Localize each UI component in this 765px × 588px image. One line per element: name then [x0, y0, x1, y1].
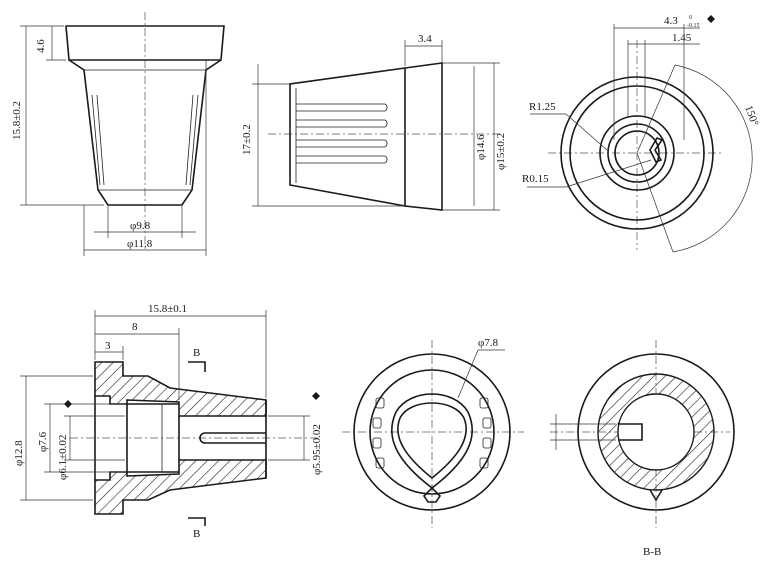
- section-dim-dia-7-6: φ7.6: [37, 431, 49, 452]
- section-dim-dia-5-95: φ5.95±0.02: [311, 424, 323, 475]
- front-dim-dia-11-8: φ11.8: [127, 238, 153, 250]
- front-view: 4.6 15.8±0.2 φ9.8 φ11.8: [11, 12, 225, 256]
- bb-view-label: B-B: [643, 546, 661, 558]
- front-dim-dia-9-8: φ9.8: [130, 220, 151, 232]
- side-dim-17: 17±0.2: [241, 124, 253, 155]
- section-mark-b-bottom: B: [193, 528, 200, 540]
- end-dim-r1-25: R1.25: [529, 101, 556, 113]
- section-dim-15-8: 15.8±0.1: [148, 303, 187, 315]
- side-dim-dia-15: φ15±0.2: [495, 133, 507, 170]
- bottom-view: φ7.8: [342, 337, 524, 528]
- bb-view: B-B: [550, 340, 735, 558]
- side-dim-3-4: 3.4: [418, 33, 432, 45]
- section-dim-3: 3: [105, 340, 111, 352]
- end-view: 4.3 0 -0.15 1.45 R1.25 R0.15 150°: [522, 15, 761, 253]
- end-dim-r0-15: R0.15: [522, 173, 549, 185]
- front-dim-4-6: 4.6: [35, 39, 47, 53]
- end-dim-tol-lower: -0.15: [687, 23, 700, 29]
- section-dim-dia-12-8: φ12.8: [13, 440, 25, 466]
- diamond-symbol: [64, 400, 72, 408]
- end-dim-angle-150: 150°: [742, 104, 760, 128]
- side-dim-dia-14-6: φ14.6: [475, 134, 487, 160]
- bottom-dim-dia-7-8: φ7.8: [478, 337, 499, 349]
- side-view: 3.4 17±0.2 φ14.6 φ15±0.2: [241, 33, 507, 211]
- end-dim-4-3: 4.3: [664, 15, 678, 27]
- section-mark-b-top: B: [193, 347, 200, 359]
- end-dim-1-45: 1.45: [672, 32, 692, 44]
- section-dim-dia-6-1: φ6.1±0.02: [57, 435, 69, 480]
- diamond-symbol: [312, 392, 320, 400]
- diamond-symbol: [707, 15, 715, 23]
- front-dim-15-8: 15.8±0.2: [11, 101, 23, 140]
- section-view: 15.8±0.1 8 3 B B φ12.8 φ7.6 φ6.1±0.02 φ5…: [13, 303, 323, 540]
- end-dim-tol-upper: 0: [689, 15, 692, 21]
- section-dim-8: 8: [132, 321, 138, 333]
